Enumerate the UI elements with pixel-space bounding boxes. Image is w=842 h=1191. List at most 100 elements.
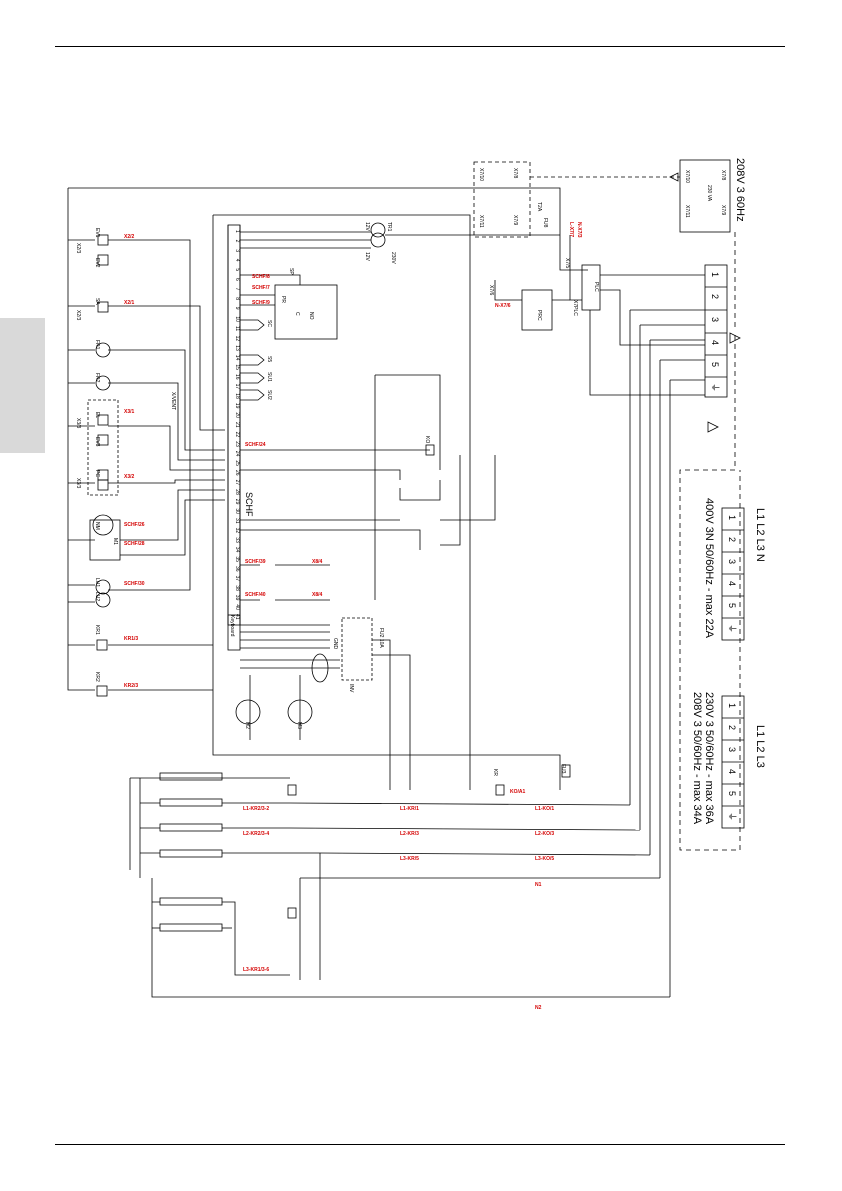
main-block-earth: ⏚ <box>710 383 720 392</box>
left-components <box>87 234 121 697</box>
label-kr2-3: KR2/3 <box>124 683 138 689</box>
b400-4: 4 <box>727 581 737 586</box>
label-kr: KR <box>492 769 498 776</box>
label-schf-24: SCHF/24 <box>245 442 266 448</box>
frame-wires <box>67 187 588 790</box>
red-labels: X2/2 X2/1 X3/1 X3/2 SCHF/26 SCHF/28 SCHF… <box>124 222 582 1011</box>
plc-area <box>473 159 741 851</box>
label-x7-11: X7/11 <box>478 215 484 228</box>
terminal-32: 32 <box>234 528 240 534</box>
terminal-strip <box>227 224 241 651</box>
b400-1: 1 <box>727 515 737 520</box>
terminal-36: 36 <box>234 566 240 572</box>
terminal-29: 29 <box>234 499 240 505</box>
pressure-switch-box <box>274 284 338 340</box>
label-keyboard: Keyboard <box>229 615 235 637</box>
terminal-34: 34 <box>234 547 240 553</box>
terminal-27: 27 <box>234 480 240 486</box>
label-schf-26: SCHF/26 <box>124 522 145 528</box>
label-l3-ko: L3-KO/5 <box>535 856 554 862</box>
terminal-8: 8 <box>234 297 240 300</box>
label-ev3: EV3 <box>94 437 100 447</box>
label-nm: NM <box>94 522 100 530</box>
supply-230-text: 230V 3 50/60Hz - max 36A <box>703 692 715 825</box>
terminal-18: 18 <box>234 393 240 399</box>
label-fu3: FU3 <box>560 764 566 774</box>
label-sa: SA <box>94 298 100 305</box>
label-ev2: EV2 <box>94 258 100 268</box>
keyboard-inverter <box>240 617 411 790</box>
earth-symbol-main <box>729 332 741 344</box>
transformer-tr1 <box>240 222 560 249</box>
label-m3: M3 <box>296 722 302 729</box>
terminal-35: 35 <box>234 556 240 562</box>
label-n-x7-6: N-X7/6 <box>495 303 511 309</box>
label-x3-3a: X3/3 <box>75 418 81 429</box>
label-x8-4a: X8/4 <box>312 559 323 565</box>
sensor-symbols <box>240 319 265 401</box>
label-kr1-3: KR1/3 <box>124 636 138 642</box>
terminal-23: 23 <box>234 441 240 447</box>
label-prc: PRC <box>536 310 542 321</box>
label-kr2: KR2 <box>94 672 100 682</box>
label-x7-10b: X7/10 <box>684 170 690 183</box>
label-ko-a1: KO/A1 <box>510 789 526 795</box>
footer-rule <box>55 1144 785 1145</box>
terminal-24: 24 <box>234 451 240 457</box>
label-x3-1: X3/1 <box>124 409 135 415</box>
label-230v: 230V <box>390 252 396 264</box>
b400-earth: ⏚ <box>727 624 737 633</box>
block-230v <box>721 695 745 829</box>
label-x2-2: X2/2 <box>124 234 135 240</box>
label-lu2: LU2 <box>94 592 100 601</box>
black-labels: EV1 EV2 X2/3 SA X2/3 FR1 FR2 X/VENT EL E… <box>75 168 726 776</box>
terminal-numbers: 1234567891011121314151617181920212223242… <box>234 230 240 620</box>
label-fr2: FR2 <box>94 373 100 383</box>
terminal-14: 14 <box>234 355 240 361</box>
label-sc: SC <box>266 320 272 327</box>
label-pc: PC <box>94 470 100 477</box>
b230-5: 5 <box>727 791 737 796</box>
label-x2-3b: X2/3 <box>75 310 81 321</box>
main-block-1: 1 <box>710 272 720 277</box>
label-x7-9b: X7/9 <box>720 205 726 216</box>
label-l2-kr2: L2-KR2/3-4 <box>243 831 269 837</box>
terminal-10: 10 <box>234 316 240 322</box>
terminal-26: 26 <box>234 470 240 476</box>
label-l2-kr: L2-KR/3 <box>400 831 419 837</box>
label-l2-ko: L2-KO/3 <box>535 831 554 837</box>
b400-2: 2 <box>727 537 737 542</box>
terminal-30: 30 <box>234 508 240 514</box>
main-block-5: 5 <box>710 362 720 367</box>
terminal-20: 20 <box>234 412 240 418</box>
label-x8-4b: X8/4 <box>312 592 323 598</box>
earth-symbol-lower <box>707 421 719 433</box>
b230-3: 3 <box>727 747 737 752</box>
ko-relay-contacts <box>240 374 496 600</box>
terminal-33: 33 <box>234 537 240 543</box>
terminal-21: 21 <box>234 422 240 428</box>
label-n-x7-3: N-X7/3 <box>576 222 582 238</box>
label-schf-28: SCHF/28 <box>124 541 145 547</box>
label-inv: INV <box>348 684 354 693</box>
terminal-39: 39 <box>234 595 240 601</box>
terminal-5: 5 <box>234 268 240 271</box>
label-pr: PR <box>280 296 286 303</box>
label-schf-9: SCHF/9 <box>252 300 270 306</box>
label-fr1: FR1 <box>94 340 100 350</box>
label-sp: SP <box>288 268 294 275</box>
b230-earth: ⏚ <box>727 812 737 821</box>
main-terminal-block <box>629 264 728 997</box>
main-block-4: 4 <box>710 340 720 345</box>
label-tr1: TR1 <box>386 222 392 232</box>
label-x2-1: X2/1 <box>124 300 135 306</box>
label-x7-11b: X7/11 <box>684 205 690 218</box>
terminal-9: 9 <box>234 307 240 310</box>
main-block-2: 2 <box>710 294 720 299</box>
label-l1-ko: L1-KO/1 <box>535 806 554 812</box>
label-lu1: LU1 <box>94 578 100 587</box>
terminal-41: 41 <box>234 614 240 620</box>
label-m2: M2 <box>244 722 250 729</box>
label-schf-7: SCHF/7 <box>252 285 270 291</box>
terminal-22: 22 <box>234 432 240 438</box>
